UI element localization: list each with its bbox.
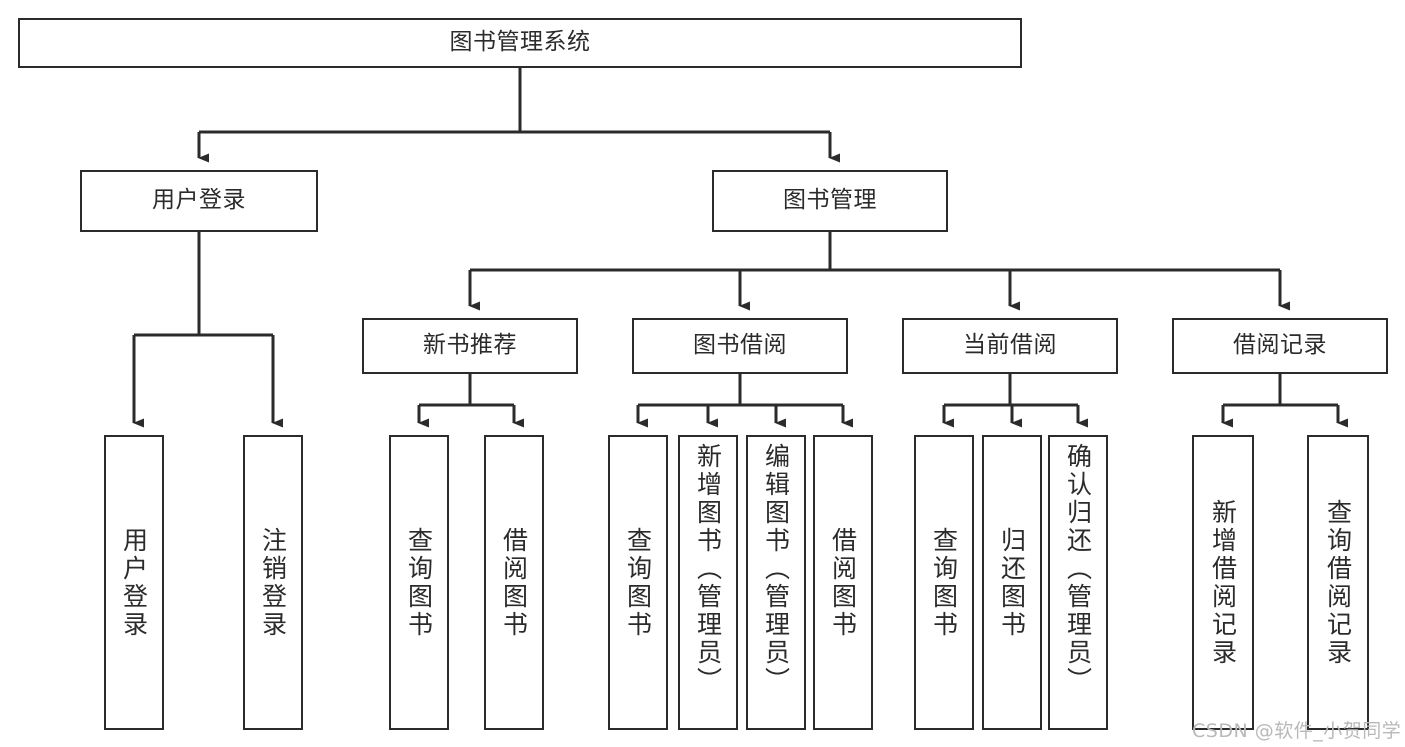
node-label: 查询借阅记录 [1323,498,1353,667]
node-label: 新增借阅记录 [1208,498,1238,667]
node-user-login[interactable]: 用户登录 [80,170,318,232]
leaf-logout[interactable]: 注销登录 [243,435,303,730]
leaf-borrow-book-recommend[interactable]: 借阅图书 [484,435,544,730]
watermark-text: CSDN @软件_小贺同学 [1192,720,1402,742]
node-label: 借阅记录 [1233,332,1327,359]
leaf-add-book-admin[interactable]: 新增图书（管理员） [678,435,738,730]
leaf-query-book-current[interactable]: 查询图书 [914,435,974,730]
node-label: 借阅图书 [828,526,858,639]
csdn-watermark: CSDN @软件_小贺同学 [1192,716,1401,743]
node-label: 注销登录 [258,526,288,639]
leaf-add-borrow-record[interactable]: 新增借阅记录 [1192,435,1254,730]
edge-userlogin-to-leaves [132,232,283,428]
node-label: 归还图书 [997,526,1027,639]
node-label: 新书推荐 [423,332,517,359]
node-label: 图书借阅 [693,332,787,359]
node-label: 新增图书（管理员） [693,443,723,695]
node-new-book-recommendation[interactable]: 新书推荐 [362,318,578,374]
edge-bookmgmt-to-level3 [468,232,1290,311]
leaf-return-book[interactable]: 归还图书 [982,435,1042,730]
edge-root-to-level2 [197,68,840,163]
leaf-user-login[interactable]: 用户登录 [104,435,164,730]
leaf-edit-book-admin[interactable]: 编辑图书（管理员） [746,435,806,730]
node-label: 查询图书 [404,526,434,639]
node-label: 查询图书 [623,526,653,639]
node-label: 用户登录 [152,187,246,214]
node-label: 编辑图书（管理员） [761,443,791,695]
node-current-borrowing[interactable]: 当前借阅 [902,318,1118,374]
node-book-borrowing[interactable]: 图书借阅 [632,318,848,374]
node-book-management[interactable]: 图书管理 [712,170,948,232]
node-root-system[interactable]: 图书管理系统 [18,18,1022,68]
node-label: 当前借阅 [963,332,1057,359]
leaf-confirm-return-admin[interactable]: 确认归还（管理员） [1048,435,1108,730]
node-label: 用户登录 [119,526,149,639]
node-label: 确认归还（管理员） [1063,443,1093,695]
node-label: 查询图书 [929,526,959,639]
leaf-query-book-borrowing[interactable]: 查询图书 [608,435,668,730]
edge-newbook-to-leaves [417,374,524,428]
node-label: 图书管理 [783,187,877,214]
edge-borrow-to-leaves [636,374,853,428]
node-label: 借阅图书 [499,526,529,639]
leaf-query-book-recommend[interactable]: 查询图书 [389,435,449,730]
edge-current-to-leaves [942,374,1088,428]
edge-record-to-leaves [1221,374,1348,428]
leaf-query-borrow-record[interactable]: 查询借阅记录 [1307,435,1369,730]
node-label: 图书管理系统 [449,29,591,56]
node-borrowing-record[interactable]: 借阅记录 [1172,318,1388,374]
leaf-borrow-book-borrowing[interactable]: 借阅图书 [813,435,873,730]
